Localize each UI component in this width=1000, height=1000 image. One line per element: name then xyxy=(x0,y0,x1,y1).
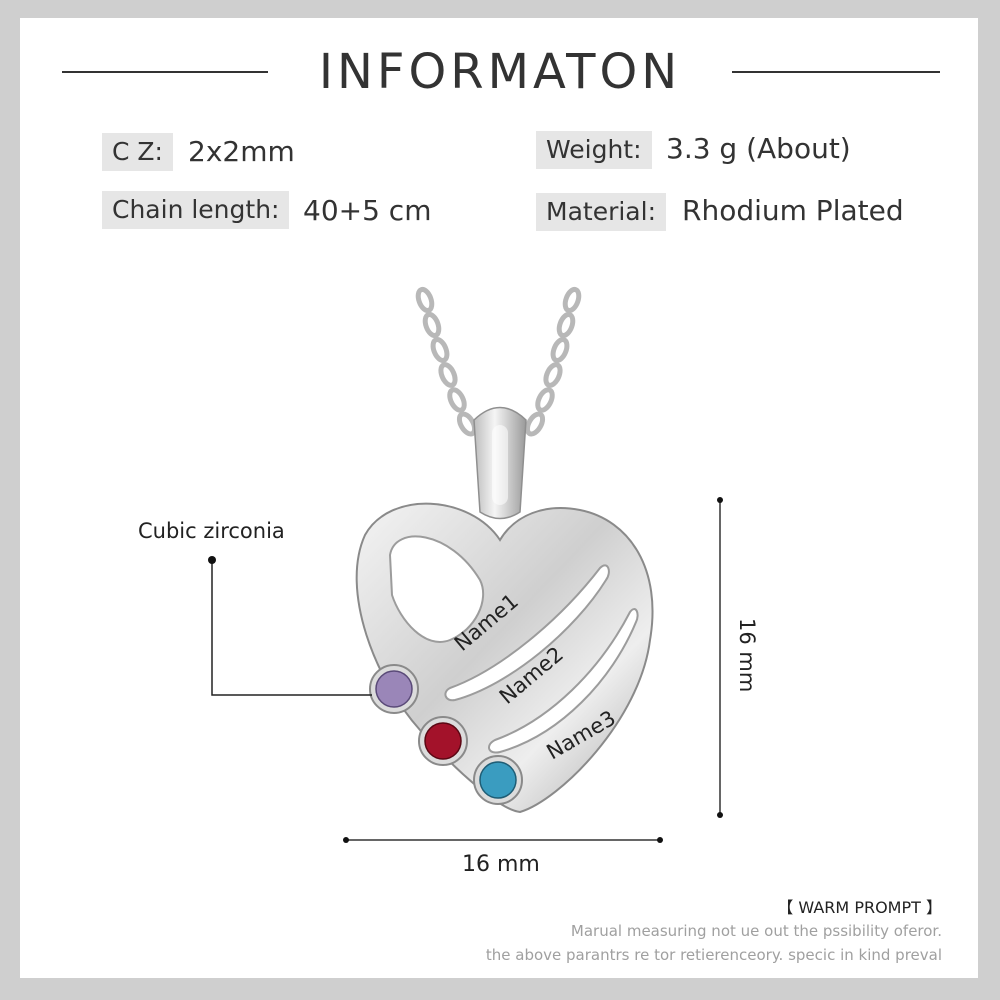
material-value: Rhodium Plated xyxy=(682,194,904,227)
chain xyxy=(415,286,582,437)
warm-prompt-line1: Marual measuring not ue out the pssibili… xyxy=(570,922,942,940)
stone-callout-line xyxy=(211,560,372,696)
weight-label: Weight: xyxy=(536,131,652,169)
weight-value: 3.3 g (About) xyxy=(666,132,851,165)
material-label: Material: xyxy=(536,193,666,231)
width-dimension-label: 16 mm xyxy=(462,852,540,877)
title-rule-left xyxy=(62,71,268,73)
cz-label: C Z: xyxy=(102,133,173,171)
cz-value: 2x2mm xyxy=(188,135,295,168)
height-dim-dot-bottom xyxy=(717,812,723,818)
warm-prompt-line2: the above parantrs re tor retierenceory.… xyxy=(485,946,942,964)
warm-prompt-title: 【 WARM PROMPT 】 xyxy=(777,898,942,917)
stone-red xyxy=(424,722,462,760)
width-dim-dot-left xyxy=(343,837,349,843)
chain-length-value: 40+5 cm xyxy=(303,194,432,227)
stone-blue xyxy=(479,761,517,799)
chain-length-label: Chain length: xyxy=(102,191,290,229)
page-title: INFORMATON xyxy=(318,44,682,100)
height-dim-dot-top xyxy=(717,497,723,503)
callout-dot xyxy=(208,556,216,564)
stone-settings xyxy=(369,664,523,805)
cubic-zirconia-label: Cubic zirconia xyxy=(138,519,285,543)
stone-purple xyxy=(375,670,413,708)
width-dim-dot-right xyxy=(657,837,663,843)
pendant-bail xyxy=(473,406,527,520)
title-rule-right xyxy=(732,71,940,73)
height-dimension-label: 16 mm xyxy=(735,618,759,692)
